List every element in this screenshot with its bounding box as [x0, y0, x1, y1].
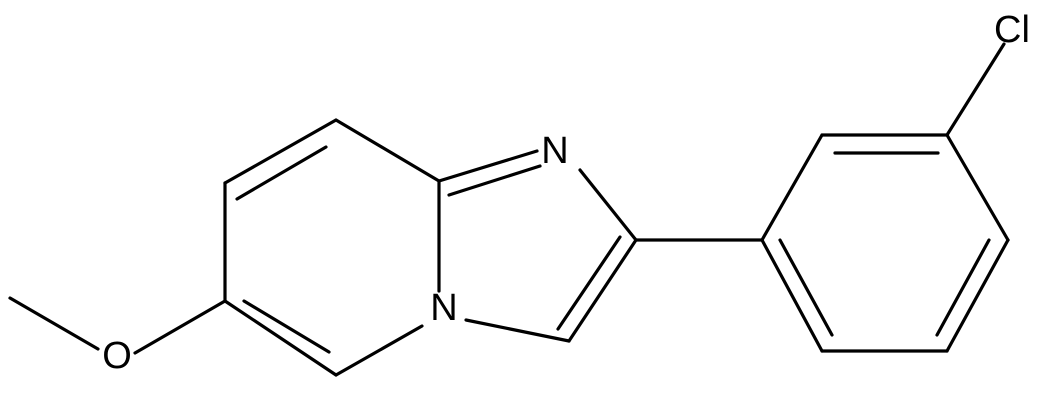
bond-oxygen-c6 — [133, 299, 227, 355]
bond-c2-c3-inner — [556, 235, 622, 331]
bond-ph4-ph5-inner — [935, 238, 991, 337]
bond-n1-c2 — [578, 168, 638, 242]
bond-ph3-chlorine — [945, 42, 1006, 137]
bond-c8-c8a — [334, 118, 441, 183]
bond-ph1-ph2 — [760, 133, 824, 242]
bond-ph6-ph1 — [760, 238, 824, 353]
chlorine-label: Cl — [994, 9, 1030, 51]
nitrogen-label-bridgehead: N — [430, 287, 457, 329]
bond-c8a-n1 — [437, 149, 539, 183]
bond-ph4-ph5 — [945, 238, 1010, 353]
bond-methyl-oxygen — [8, 296, 100, 351]
bond-c5-c6-inner — [242, 299, 331, 354]
bond-c7-c8-inner — [235, 145, 328, 201]
bond-ph3-ph4 — [945, 133, 1010, 242]
bond-c3-n4 — [464, 318, 571, 343]
nitrogen-label-imine: N — [541, 130, 568, 172]
bond-c2-c3 — [567, 238, 638, 343]
bond-c8a-n1-inner — [447, 164, 542, 197]
bond-n4-c5 — [334, 324, 424, 377]
bond-c7-c8 — [223, 118, 338, 185]
bond-ph6-ph1-inner — [778, 238, 834, 337]
bond-c5-c6 — [223, 299, 338, 377]
oxygen-label: O — [102, 335, 132, 377]
